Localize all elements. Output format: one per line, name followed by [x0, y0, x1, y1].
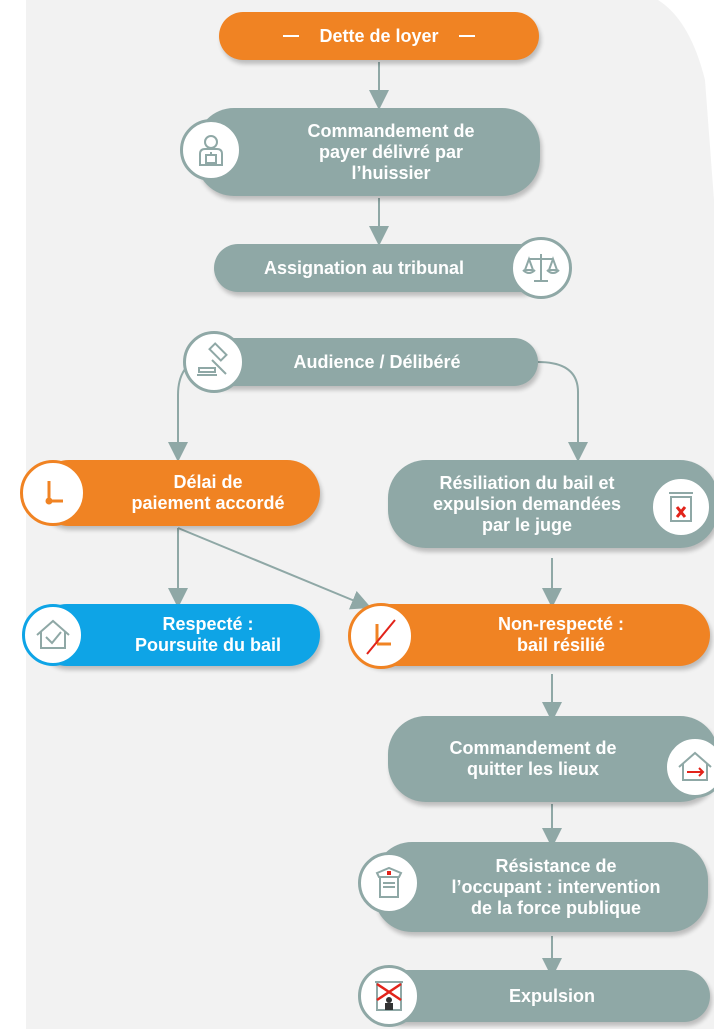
node-dette-label: Dette de loyer — [319, 25, 439, 46]
node-audience: Audience / Délibéré — [196, 338, 538, 386]
badge-delai — [20, 460, 86, 526]
node-audience-label: Audience / Délibéré — [293, 351, 461, 372]
node-resistance-label: Résistance de l’occupant : intervention … — [451, 855, 661, 918]
node-resiliation: Résiliation du bail et expulsion demandé… — [388, 460, 714, 548]
node-non-respecte-label: Non-respecté : bail résilié — [497, 614, 625, 655]
badge-assignation — [510, 237, 572, 299]
badge-expulsion — [358, 965, 420, 1027]
badge-commandement-payer — [180, 119, 242, 181]
node-commandement-quitter: Commandement de quitter les lieux — [388, 716, 714, 802]
node-resistance: Résistance de l’occupant : intervention … — [374, 842, 708, 932]
clock-icon — [45, 481, 63, 505]
node-respecte-label: Respecté : Poursuite du bail — [134, 614, 281, 655]
node-expulsion-label: Expulsion — [508, 985, 595, 1006]
node-commandement-payer-label: Commandement de payer délivré par l’huis… — [307, 120, 475, 183]
badge-non-respecte — [348, 603, 414, 669]
house-exit-icon — [678, 751, 712, 781]
node-delai-label: Délai de paiement accordé — [131, 472, 285, 513]
node-commandement-payer: Commandement de payer délivré par l’huis… — [196, 108, 540, 196]
gavel-icon — [197, 342, 228, 376]
node-quitter-label: Commandement de quitter les lieux — [449, 738, 617, 779]
node-resiliation-label: Résiliation du bail et expulsion demandé… — [432, 472, 622, 535]
badge-quitter — [664, 736, 714, 798]
scales-of-justice-icon — [522, 254, 560, 282]
badge-audience — [183, 331, 245, 393]
node-assignation: Assignation au tribunal — [214, 244, 544, 292]
badge-resiliation — [650, 476, 712, 538]
house-check-icon — [36, 619, 70, 649]
badge-respecte — [22, 604, 84, 666]
police-officer-icon — [375, 866, 403, 898]
cancelled-document-icon — [669, 492, 693, 522]
node-expulsion: Expulsion — [374, 970, 710, 1022]
dash-right — [458, 35, 475, 37]
node-assignation-label: Assignation au tribunal — [263, 257, 464, 278]
dash-left — [283, 35, 300, 37]
crossed-clock-icon — [366, 619, 396, 655]
node-respecte: Respecté : Poursuite du bail — [36, 604, 320, 666]
node-dette-de-loyer: Dette de loyer — [219, 12, 539, 60]
bailiff-person-icon — [199, 135, 223, 166]
barred-door-person-icon — [375, 981, 403, 1011]
badge-resistance — [358, 852, 420, 914]
